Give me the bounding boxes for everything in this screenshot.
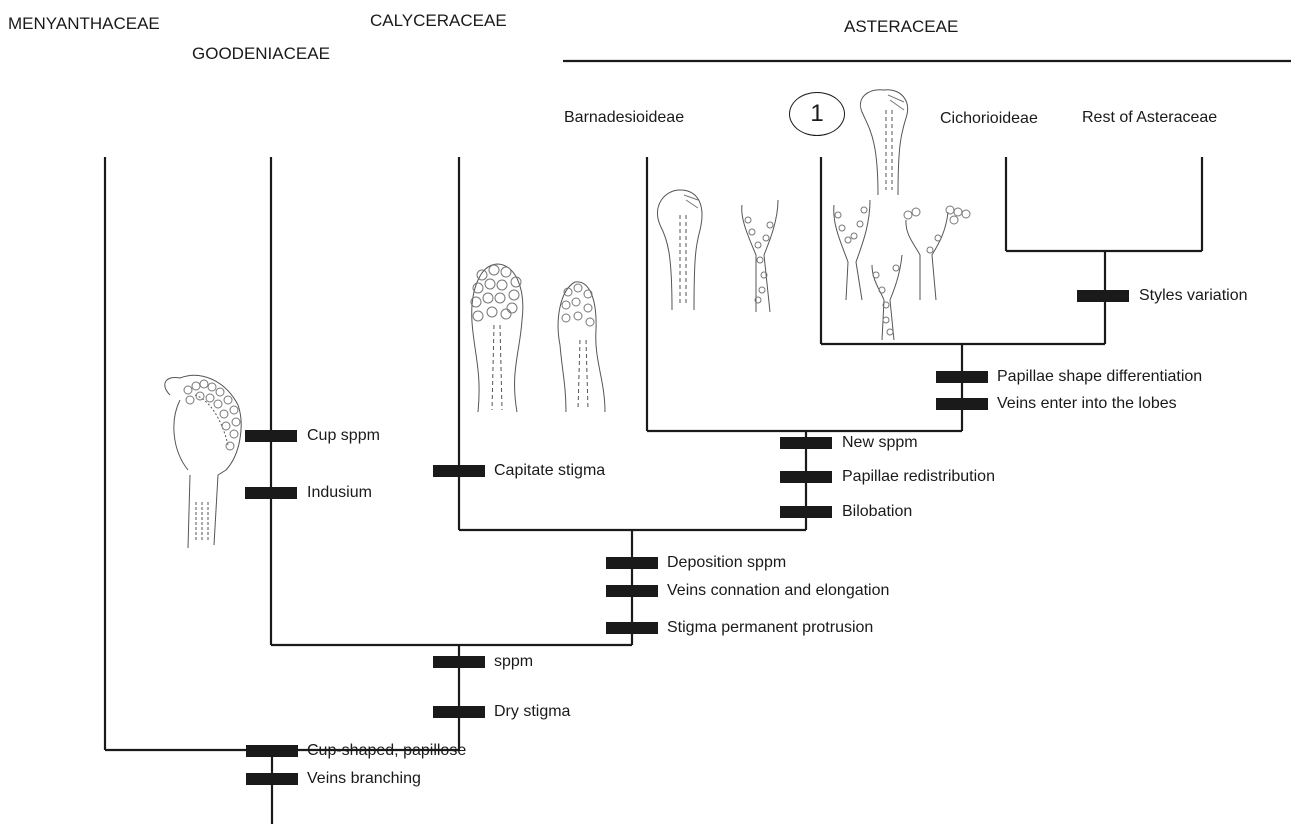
character-veins-connation: Veins connation and elongation [667,581,889,601]
marker-bilobation [780,506,832,518]
marker-dry-stigma [433,706,485,718]
marker-cup-shaped [246,745,298,757]
character-sppm: sppm [494,652,533,672]
marker-cup-sppm [245,430,297,442]
cichorioideae-style-sketch-1 [834,200,870,300]
marker-veins-lobes [936,398,988,410]
character-capitate-stigma: Capitate stigma [494,461,605,481]
cichorioideae-style-sketch-3 [904,206,970,300]
character-markers [245,290,1129,785]
marker-indusium [245,487,297,499]
character-bilobation: Bilobation [842,502,912,522]
character-veins-branching: Veins branching [307,769,421,789]
marker-veins-branching [246,773,298,785]
marker-papillae-shape [936,371,988,383]
cichorioideae-style-sketch-2 [872,255,902,340]
marker-papillae-redistribution [780,471,832,483]
marker-new-sppm [780,437,832,449]
marker-capitate-stigma [433,465,485,477]
character-veins-lobes: Veins enter into the lobes [997,394,1177,414]
character-cup-shaped: Cup-shaped, papillose [307,741,466,761]
subfamily-barnadesioideae: Barnadesioideae [564,108,684,128]
family-calyceraceae: CALYCERACEAE [370,11,507,31]
character-cup-sppm: Cup sppm [307,426,380,446]
character-papillae-shape: Papillae shape differentiation [997,367,1202,387]
marker-veins-connation [606,585,658,597]
figure-number-circle: 1 [789,92,845,136]
menyanthaceae-style-sketch [165,375,241,548]
character-styles-variation: Styles variation [1139,286,1248,306]
barnadesioideae-style-sketch-2 [742,200,778,312]
subfamily-rest-of-asteraceae: Rest of Asteraceae [1082,108,1217,128]
character-indusium: Indusium [307,483,372,503]
cichorioideae-style-sketch-top [860,90,907,195]
marker-deposition-sppm [606,557,658,569]
character-papillae-redistribution: Papillae redistribution [842,467,995,487]
family-asteraceae: ASTERACEAE [844,17,958,37]
character-new-sppm: New sppm [842,433,918,453]
family-menyanthaceae: MENYANTHACEAE [8,14,160,34]
subfamily-cichorioideae: Cichorioideae [940,109,1038,129]
marker-styles-variation [1077,290,1129,302]
calyceraceae-style-sketch-1 [471,264,523,412]
cladogram-branches [105,61,1291,824]
calyceraceae-style-sketch-2 [558,282,605,412]
family-goodeniaceae: GOODENIACEAE [192,44,330,64]
character-stigma-protrusion: Stigma permanent protrusion [667,618,873,638]
barnadesioideae-style-sketch-1 [658,190,702,310]
character-deposition-sppm: Deposition sppm [667,553,786,573]
marker-sppm [433,656,485,668]
character-dry-stigma: Dry stigma [494,702,570,722]
marker-stigma-protrusion [606,622,658,634]
